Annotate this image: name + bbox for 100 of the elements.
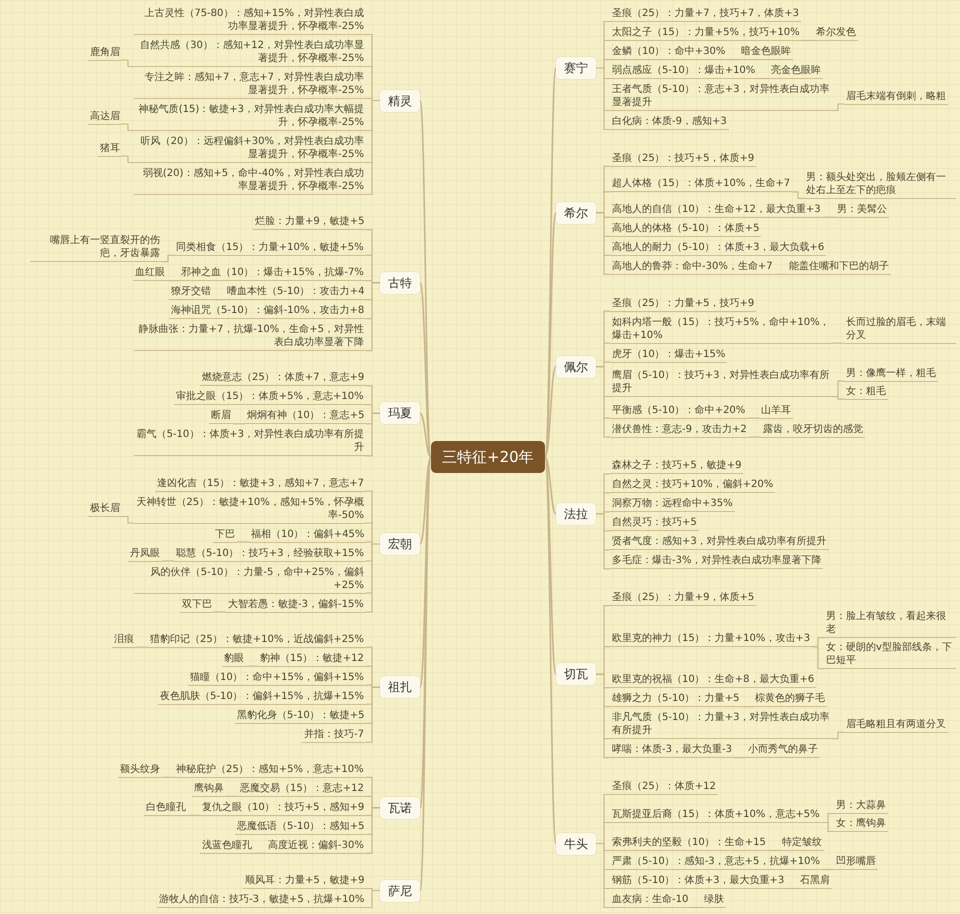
connector-line bbox=[823, 216, 835, 218]
feature-topic: 绿肤 bbox=[702, 892, 726, 908]
feature-topic: 男：脸上有皱纹，看起来很老 bbox=[824, 609, 956, 638]
trait-topic: 血友病：生命-10 bbox=[610, 892, 690, 908]
trait-topic: 逢凶化吉（15）：敏捷+3，感知+7，意志+7 bbox=[155, 476, 366, 492]
connector-line bbox=[366, 412, 380, 456]
trait-topic: 烂脸：力量+9，敏捷+5 bbox=[253, 214, 366, 230]
feature-topic: 长而过脸的眉毛，末端分叉 bbox=[844, 314, 956, 344]
trait-topic: 超人体格（15）：体质+10%，生命+7 bbox=[610, 176, 792, 192]
feature-topic: 鹿角眉 bbox=[88, 44, 122, 60]
connector-line bbox=[768, 850, 780, 852]
connector-line bbox=[162, 254, 174, 262]
trait-topic: 严肃（5-10）：感知-3，意志+5，抗爆+10% bbox=[610, 854, 822, 870]
branch-topic: 法拉 bbox=[556, 502, 596, 525]
trait-topic: 欧里克的祝福（10）：生命+8，最大负重+6 bbox=[610, 672, 816, 688]
feature-topic: 女：硬朗的v型脸部线条，下巴短平 bbox=[824, 640, 956, 670]
connector-line bbox=[122, 123, 134, 132]
branch-topic: 古特 bbox=[380, 272, 420, 294]
feature-topic: 丹凤眼 bbox=[128, 546, 162, 562]
trait-topic: 恶魔低语（5-10）：感知+5 bbox=[235, 818, 366, 835]
trait-topic: 炯炯有神（10）：意志+5 bbox=[245, 408, 366, 424]
feature-topic: 亮金色眼眸 bbox=[769, 63, 823, 79]
connector-line bbox=[366, 100, 380, 196]
trait-topic: 猫瞳（10）：命中+15%，偏斜+15% bbox=[188, 670, 366, 686]
trait-topic: 金鳞（10）：命中+30% bbox=[610, 44, 728, 60]
trait-topic: 豹神（15）：敏捷+12 bbox=[258, 650, 366, 667]
connector-line bbox=[596, 674, 610, 758]
feature-topic: 眉毛末端有倒刺，略粗 bbox=[844, 88, 948, 104]
trait-topic: 多毛症：爆击-3%，对异性表白成功率显著下降 bbox=[610, 553, 824, 570]
feature-topic: 棕黄色的狮子毛 bbox=[753, 691, 827, 708]
feature-topic: 石黑肩 bbox=[798, 873, 832, 889]
feature-topic: 女：粗毛 bbox=[844, 384, 888, 400]
trait-topic: 燃烧意志（25）：体质+7，意志+9 bbox=[200, 370, 366, 386]
trait-topic: 风的伙伴（5-10）：力量-5，命中+25%，偏斜+25% bbox=[134, 564, 366, 594]
connector-line bbox=[734, 757, 746, 758]
feature-topic: 猪耳 bbox=[98, 140, 122, 156]
trait-topic: 同类相食（15）：力量+10%，敏捷+5% bbox=[174, 240, 366, 256]
branch-connector bbox=[420, 412, 432, 458]
trait-topic: 圣痕（25）：力量+9，体质+5 bbox=[610, 590, 756, 606]
trait-topic: 黑豹化身（5-10）：敏捷+5 bbox=[235, 708, 366, 724]
connector-line bbox=[254, 852, 266, 854]
connector-line bbox=[786, 888, 798, 890]
trait-topic: 神秘气质(15)：敏捷+3，对异性表白成功率大幅提升，怀孕概率-25% bbox=[134, 102, 366, 131]
connector-line bbox=[226, 796, 238, 797]
connector-line bbox=[802, 40, 814, 42]
trait-topic: 福相（10）：偏斜+45% bbox=[249, 526, 366, 542]
branch-topic: 切瓦 bbox=[556, 663, 596, 686]
feature-topic: 男：大蒜鼻 bbox=[834, 798, 888, 814]
trait-topic: 弱点感应（5-10）：爆击+10% bbox=[610, 63, 758, 79]
connector-line bbox=[233, 423, 245, 424]
connector-line bbox=[596, 366, 610, 438]
trait-topic: 听风（20）：远程偏斜+30%，对异性表白成功率显著提升，怀孕概率-25% bbox=[134, 134, 366, 163]
feature-topic: 特定皱纹 bbox=[780, 835, 824, 851]
feature-topic: 浅蓝色瞳孔 bbox=[200, 838, 254, 854]
branch-topic: 祖扎 bbox=[380, 676, 420, 698]
feature-topic: 鹰钩鼻 bbox=[192, 780, 226, 797]
trait-topic: 自然共感（30）：感知+12，对异性表白成功率显著提升，怀孕概率-25% bbox=[134, 38, 366, 67]
branch-connector bbox=[544, 456, 557, 514]
trait-topic: 复仇之眼（10）：技巧+5，感知+9 bbox=[200, 800, 366, 816]
connector-line bbox=[246, 666, 258, 667]
feature-topic: 极长眉 bbox=[88, 501, 122, 517]
feature-topic: 能盖住嘴和下巴的胡子 bbox=[787, 258, 891, 275]
branch-topic: 佩尔 bbox=[556, 356, 596, 378]
feature-topic: 露齿，咬牙切齿的感觉 bbox=[761, 422, 865, 438]
trait-topic: 瓦斯提亚后裔（15）：体质+10%，意志+5% bbox=[610, 807, 822, 823]
trait-topic: 聪慧（5-10）：技巧+3，经验获取+15% bbox=[174, 546, 366, 562]
connector-line bbox=[237, 541, 249, 543]
trait-topic: 平衡感（5-10）：命中+20% bbox=[610, 402, 748, 419]
feature-topic: 獠牙交错 bbox=[169, 284, 213, 300]
connector-line bbox=[596, 212, 610, 275]
connector-line bbox=[214, 611, 226, 613]
branch-topic: 牛头 bbox=[556, 832, 596, 854]
branch-topic: 赛宁 bbox=[556, 57, 596, 79]
trait-topic: 高地人的体格（5-10）：体质+5 bbox=[610, 220, 762, 237]
trait-topic: 静脉曲张：力量+7，抗爆-10%，生命+5，对异性表白成功率显著下降 bbox=[134, 322, 366, 352]
trait-topic: 夜色肌肤（5-10）：偏斜+15%，抗爆+15% bbox=[158, 688, 366, 705]
feature-topic: 泪痕 bbox=[112, 632, 136, 648]
connector-line bbox=[727, 58, 739, 60]
connector-line bbox=[812, 646, 824, 670]
feature-topic: 男：额头处突出，脸颊左侧有一处右上至左下的疤痕 bbox=[804, 170, 956, 199]
trait-topic: 自然之灵：技巧+10%，偏斜+20% bbox=[610, 477, 776, 494]
connector-line bbox=[366, 686, 380, 743]
trait-topic: 顺风耳：力量+5，敏捷+9 bbox=[243, 873, 366, 889]
branch-connector bbox=[544, 366, 557, 458]
connector-line bbox=[136, 646, 148, 648]
connector-line bbox=[747, 418, 759, 419]
connector-line bbox=[122, 516, 134, 524]
feature-topic: 暗金色眼眸 bbox=[739, 44, 793, 60]
connector-line bbox=[741, 706, 753, 708]
branch-topic: 萨尼 bbox=[380, 880, 420, 902]
trait-topic: 虎牙（10）：爆击+15% bbox=[610, 346, 728, 363]
trait-topic: 自然灵巧：技巧+5 bbox=[610, 515, 699, 532]
feature-topic: 凹形嘴唇 bbox=[834, 854, 878, 870]
trait-topic: 嗜血本性（5-10）：攻击力+4 bbox=[225, 284, 366, 300]
feature-topic: 山羊耳 bbox=[759, 402, 793, 419]
trait-topic: 雄狮之力（5-10）：力量+5 bbox=[610, 691, 742, 708]
trait-topic: 高地人的鲁莽：命中-30%，生命+7 bbox=[610, 258, 775, 275]
trait-topic: 哮喘：体质-3，最大负重-3 bbox=[610, 742, 734, 758]
connector-line bbox=[832, 732, 844, 740]
feature-topic: 高达眉 bbox=[88, 108, 122, 124]
